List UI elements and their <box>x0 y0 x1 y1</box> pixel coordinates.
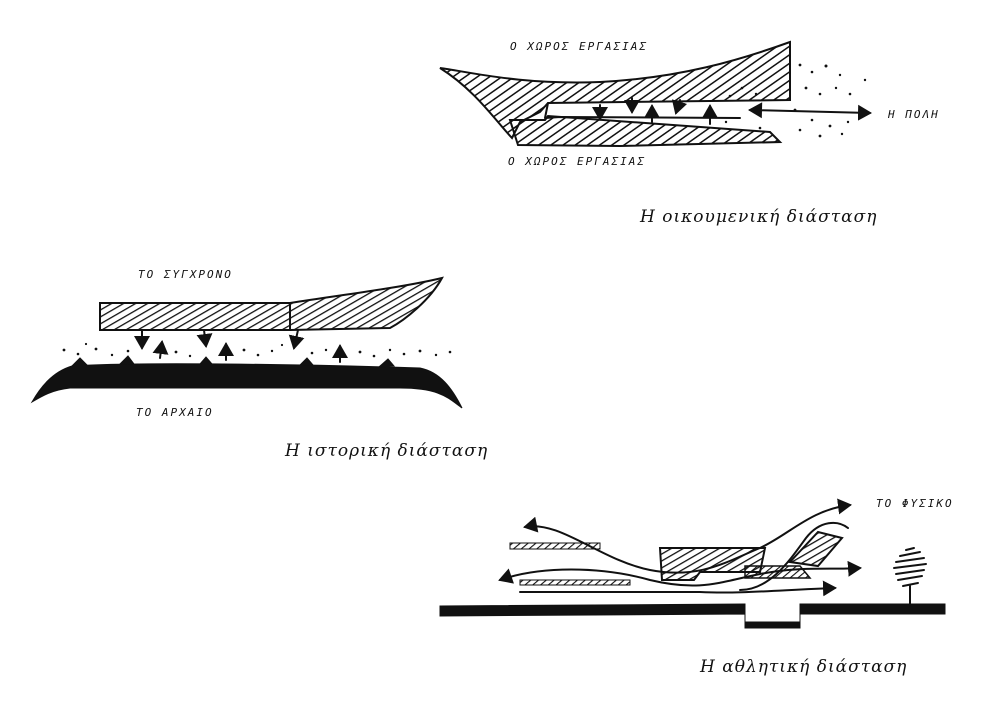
historical-sketch: ΤΟ ΣΥΓΧΡΟΝΟ ΤΟ ΑΡΧΑΙΟ Η ιστορική διά <box>30 268 488 461</box>
tree-icon <box>893 547 927 607</box>
ancient-ground <box>30 363 463 409</box>
upper-track-band <box>509 542 601 550</box>
ground-texture <box>70 355 396 367</box>
athletic-caption: Η αθλητική διάσταση <box>699 657 907 677</box>
ecumenical-sketch: Ο ΧΩΡΟΣ ΕΡΓΑΣΙΑΣ Η ΠΟΛΗ Ο ΧΩΡΟΣ Ε <box>439 40 940 227</box>
hill-outline <box>739 521 849 591</box>
ecumenical-right-label: Η ΠΟΛΗ <box>887 108 940 121</box>
athletic-ground <box>439 603 946 629</box>
historical-arrows <box>134 329 348 363</box>
city-double-arrow <box>748 102 872 121</box>
historical-caption: Η ιστορική διάσταση <box>284 441 488 461</box>
lower-workspace-wedge <box>508 114 783 148</box>
athletic-right-label: ΤΟ ΦΥΣΙΚΟ <box>876 497 954 510</box>
upper-workspace-wedge <box>439 40 791 140</box>
contemporary-slab <box>99 276 444 331</box>
historical-top-label: ΤΟ ΣΥΓΧΡΟΝΟ <box>138 268 233 281</box>
flow-curve-middle <box>498 560 862 587</box>
flow-curve-lower <box>519 580 837 597</box>
middle-track-band <box>519 579 631 586</box>
ecumenical-caption: Η οικουμενική διάσταση <box>639 207 877 227</box>
ecumenical-top-label: Ο ΧΩΡΟΣ ΕΡΓΑΣΙΑΣ <box>510 40 648 53</box>
athletic-sketch: ΤΟ ΦΥΣΙΚΟ Η αθλητική διάσταση <box>439 497 954 677</box>
historical-dots <box>62 342 452 358</box>
historical-bottom-label: ΤΟ ΑΡΧΑΙΟ <box>136 406 214 419</box>
ecumenical-bottom-label: Ο ΧΩΡΟΣ ΕΡΓΑΣΙΑΣ <box>508 155 646 168</box>
channel-arrows <box>592 97 718 125</box>
